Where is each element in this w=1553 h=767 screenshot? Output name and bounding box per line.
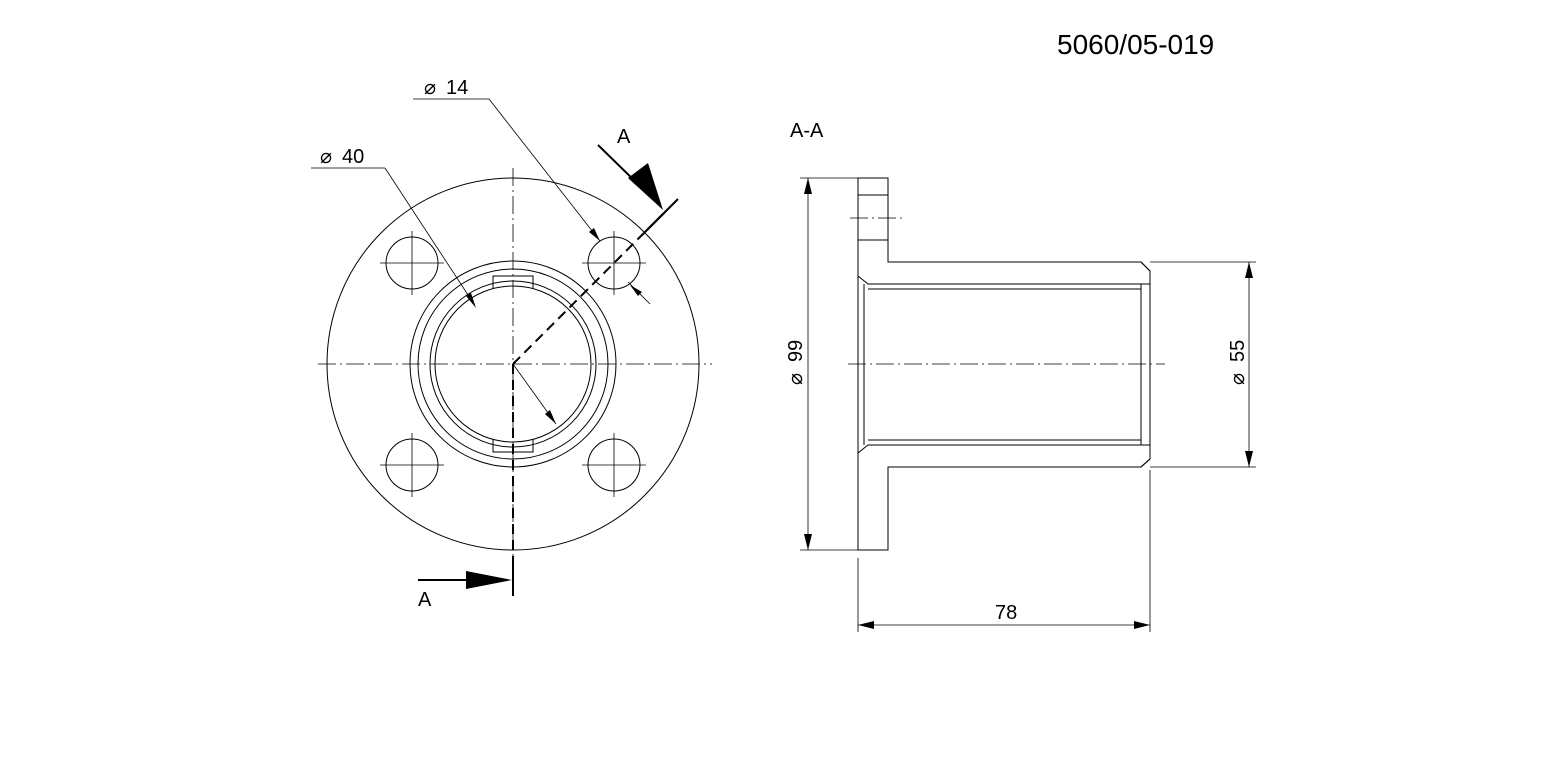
section-line-diagonal [512, 238, 639, 365]
wall-lower-hatch [857, 444, 1151, 551]
bolt-hole-bottom-left [380, 433, 444, 497]
section-label: A-A [790, 120, 824, 142]
hole-diameter-callout: ⌀ 14 [413, 77, 651, 305]
diameter-symbol: ⌀ [1227, 373, 1249, 385]
section-outline [857, 177, 1151, 551]
hole-diameter-value: 14 [446, 77, 468, 99]
drawing-number: 5060/05-019 [1057, 29, 1214, 60]
flange-diameter-dimension: ⌀ 99 [785, 177, 858, 551]
diameter-symbol: ⌀ [424, 77, 436, 99]
bore-diameter-callout: ⌀ 40 [311, 146, 557, 425]
section-arrow-bottom-head [466, 571, 512, 589]
bore-diameter-value: 40 [342, 146, 364, 168]
diameter-symbol: ⌀ [320, 146, 332, 168]
diameter-symbol: ⌀ [785, 373, 807, 385]
cut-label-bottom: A [418, 589, 432, 611]
section-arrow-top-head [628, 163, 663, 210]
length-dimension: 78 [857, 470, 1151, 632]
flange-upper-hatch [857, 177, 889, 196]
body-diameter-dimension: ⌀ 55 [1150, 261, 1256, 468]
section-line-top-end-cross [646, 198, 679, 231]
section-view: A-A ⌀ 99 [785, 120, 1256, 632]
cut-label-top: A [617, 126, 631, 148]
body-diameter-value: 55 [1227, 340, 1249, 362]
front-view: A A ⌀ 14 ⌀ 40 [311, 77, 712, 611]
bolt-hole-top-left [380, 231, 444, 295]
top-keyway [492, 275, 534, 289]
bolt-hole-top-right [582, 231, 646, 295]
hub-chamfer-circle [417, 268, 609, 460]
bolt-hole-bottom-right [582, 433, 646, 497]
flange-diameter-value: 99 [785, 340, 807, 362]
length-value: 78 [995, 602, 1017, 624]
bore-circle [434, 285, 592, 443]
